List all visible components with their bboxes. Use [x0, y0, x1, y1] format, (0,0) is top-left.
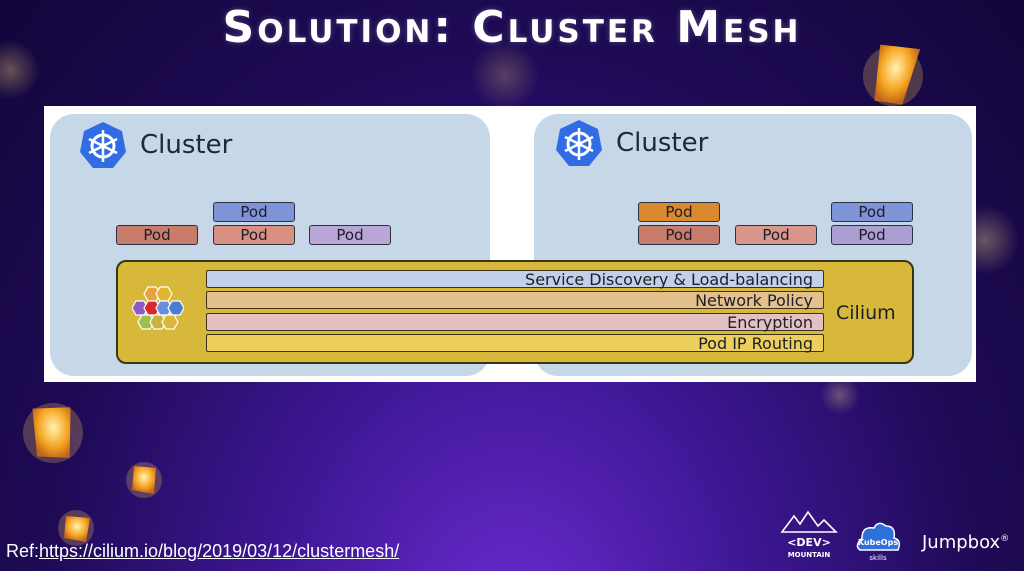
lantern-decoration	[23, 403, 83, 463]
cluster-label: Cluster	[140, 130, 233, 160]
kubernetes-icon	[80, 122, 126, 168]
dev-mountain-line2: MOUNTAIN	[788, 551, 831, 559]
reference-link[interactable]: https://cilium.io/blog/2019/03/12/cluste…	[39, 541, 400, 561]
pod-box: Pod	[213, 202, 295, 222]
cluster-label: Cluster	[616, 128, 709, 158]
pod-box: Pod	[638, 202, 720, 222]
kubeops-line1: KubeOps	[858, 538, 898, 547]
slide-title: Solution: Cluster Mesh	[222, 2, 802, 53]
pod-box: Pod	[831, 202, 913, 222]
cilium-mesh-box: Service Discovery & Load-balancing Netwo…	[116, 260, 914, 364]
pod-box: Pod	[735, 225, 817, 245]
lantern-decoration	[863, 44, 923, 106]
cluster-header-left: Cluster	[78, 120, 232, 170]
cilium-layer: Encryption	[206, 313, 824, 332]
pod-box: Pod	[309, 225, 391, 245]
lantern-decoration	[58, 510, 94, 546]
cilium-layer: Network Policy	[206, 291, 824, 310]
pod-box: Pod	[116, 225, 198, 245]
kubeops-logo: KubeOps skills	[856, 522, 901, 562]
kubeops-line2: skills	[869, 554, 887, 562]
pod-box: Pod	[638, 225, 720, 245]
diagram-panel: Cluster Pod Pod Pod Pod Cluster Pod Pod …	[44, 106, 976, 382]
cluster-header-right: Cluster	[554, 118, 708, 168]
cilium-layer: Service Discovery & Load-balancing	[206, 270, 824, 289]
lantern-decoration	[126, 462, 162, 498]
cilium-label: Cilium	[836, 302, 896, 324]
cilium-layer: Pod IP Routing	[206, 334, 824, 353]
reference-line: Ref:https://cilium.io/blog/2019/03/12/cl…	[6, 541, 399, 562]
registered-mark: ®	[1000, 534, 1010, 544]
jumpbox-name: Jumpbox	[922, 532, 1001, 553]
reference-prefix: Ref:	[6, 541, 40, 561]
jumpbox-logo: Jumpbox®	[922, 532, 1009, 553]
kubernetes-icon	[556, 120, 602, 166]
dev-mountain-line1: <DEV>	[787, 536, 831, 549]
dev-mountain-logo: <DEV> MOUNTAIN	[780, 510, 838, 559]
cilium-hexagon-icon	[132, 286, 184, 330]
pod-box: Pod	[831, 225, 913, 245]
pod-box: Pod	[213, 225, 295, 245]
